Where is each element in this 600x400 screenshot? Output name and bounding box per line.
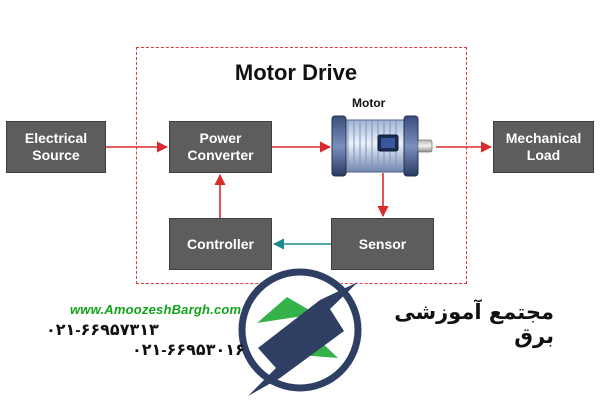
mechanical-load-label: Mechanical Load	[505, 130, 582, 163]
controller-label: Controller	[187, 235, 254, 252]
mechanical-load-block: Mechanical Load	[493, 121, 594, 173]
electrical-source-block: Electrical Source	[6, 121, 106, 173]
phone-number-2: ۰۲۱-۶۶۹۵۳۰۱۶	[132, 342, 245, 359]
sensor-label: Sensor	[358, 235, 407, 252]
phone-number-1: ۰۲۱-۶۶۹۵۷۳۱۳	[46, 322, 159, 339]
motor-icon	[331, 115, 433, 177]
electrical-source-label: Electrical Source	[24, 130, 88, 163]
website-url: www.AmoozeshBargh.com	[70, 302, 242, 317]
diagram-title: Motor Drive	[234, 60, 358, 85]
sensor-block: Sensor	[331, 218, 434, 270]
brand-name: مجتمع آموزشی برق	[394, 300, 554, 348]
controller-block: Controller	[169, 218, 272, 270]
power-converter-block: Power Converter	[169, 121, 272, 173]
power-converter-label: Power Converter	[187, 130, 254, 163]
motor-label: Motor	[352, 96, 386, 110]
lightning-bolt-logo	[238, 268, 362, 396]
